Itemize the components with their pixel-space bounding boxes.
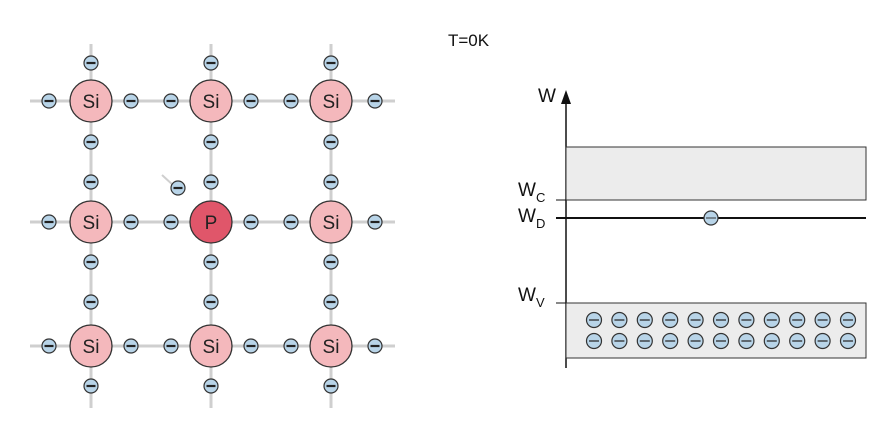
silicon-atom: Si (69, 79, 113, 123)
valence-electron (712, 311, 730, 329)
bond-electron (163, 338, 179, 354)
bond-electron (323, 174, 339, 190)
valence-band (565, 302, 867, 359)
bond-electron (323, 55, 339, 71)
atom-symbol: Si (83, 92, 100, 113)
valence-electron (662, 332, 679, 350)
valence-electron (839, 311, 857, 329)
bond-electron (123, 93, 139, 109)
bond-electron (83, 294, 99, 310)
conduction-band (565, 146, 867, 201)
silicon-atom: Si (309, 200, 353, 244)
valence-electron (814, 311, 831, 329)
bond-electron (123, 214, 139, 230)
silicon-atom: Si (69, 324, 113, 368)
axis-arrow-icon (561, 90, 571, 104)
valence-electron (636, 311, 653, 329)
bond-electron (83, 378, 99, 394)
valence-electron (662, 311, 679, 329)
valence-electron (712, 332, 730, 350)
valence-electron (611, 311, 628, 329)
valence-electron (738, 332, 755, 350)
bond-electron (41, 93, 57, 109)
silicon-atom: Si (309, 324, 353, 368)
bond-electron (283, 214, 299, 230)
valence-electron (738, 311, 755, 329)
bond-electron (283, 338, 299, 354)
bond-electron (283, 93, 299, 109)
bond-electron (243, 93, 259, 109)
bond-electron (243, 338, 259, 354)
bond-electron (323, 294, 339, 310)
conduction-level-label: WC (518, 180, 545, 205)
bond-electron (203, 174, 219, 190)
valence-electron (611, 332, 628, 350)
bond-electron (367, 214, 383, 230)
bond-electron (163, 93, 179, 109)
bond-electron (203, 294, 219, 310)
atom-symbol: Si (203, 337, 220, 358)
valence-electron (763, 311, 780, 329)
valence-electron (789, 311, 806, 329)
energy-axis-label: W (538, 86, 556, 107)
bond-electron (83, 174, 99, 190)
valence-electron (763, 332, 780, 350)
bond-electron (203, 254, 219, 270)
bond-electron (323, 134, 339, 150)
silicon-atom: Si (309, 79, 353, 123)
bond-electron (41, 214, 57, 230)
atom-symbol: Si (203, 92, 220, 113)
valence-electron (789, 332, 806, 350)
bond-electron (83, 55, 99, 71)
phosphorus-atom: P (189, 200, 233, 244)
bond-electron (83, 254, 99, 270)
atom-symbol: Si (323, 213, 340, 234)
valence-electron (687, 311, 704, 329)
atom-symbol: Si (323, 92, 340, 113)
atom-symbol: P (205, 213, 218, 234)
bond-electron (367, 93, 383, 109)
valence-electron (636, 332, 653, 350)
atom-symbol: Si (83, 337, 100, 358)
bond-electron (203, 55, 219, 71)
valence-electron (839, 332, 857, 350)
silicon-atom: Si (189, 324, 233, 368)
valence-electron (585, 332, 603, 350)
valence-electron (585, 311, 603, 329)
valence-electrons (585, 311, 857, 350)
bond-electron (203, 378, 219, 394)
valence-level-label: WV (518, 285, 545, 310)
bond-electron (323, 254, 339, 270)
atom-symbol: Si (323, 337, 340, 358)
bond-electron (41, 338, 57, 354)
free-electron (170, 180, 186, 196)
band-diagram: W WC WD WV (518, 86, 867, 368)
valence-electron (687, 332, 704, 350)
bond-electron (323, 378, 339, 394)
bond-electron (243, 214, 259, 230)
donor-level-label: WD (518, 206, 545, 231)
bond-electron (203, 134, 219, 150)
valence-electron (814, 332, 831, 350)
donor-electron (703, 210, 719, 226)
atom-symbol: Si (83, 213, 100, 234)
bond-electron (83, 134, 99, 150)
bond-electron (123, 338, 139, 354)
silicon-atom: Si (69, 200, 113, 244)
bond-electron (163, 214, 179, 230)
silicon-atom: Si (189, 79, 233, 123)
bond-electron (367, 338, 383, 354)
temperature-label: T=0K (448, 31, 490, 50)
